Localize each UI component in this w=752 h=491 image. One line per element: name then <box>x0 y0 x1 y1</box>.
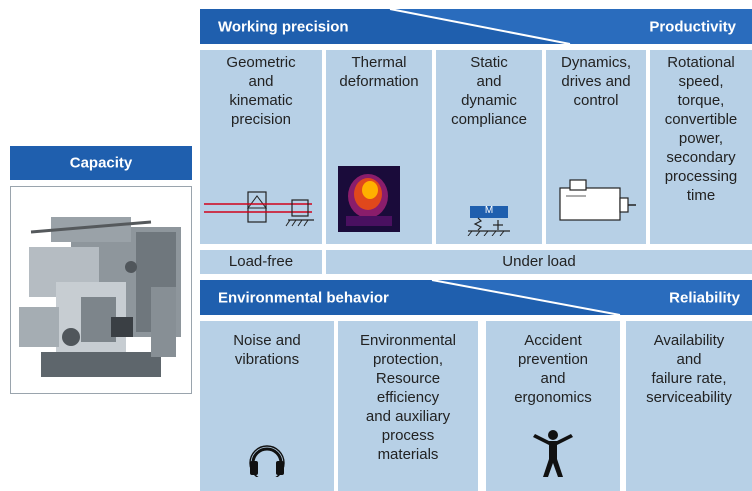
productivity-label: Productivity <box>649 18 736 35</box>
under-load-bar: Under load <box>326 250 752 274</box>
thermal-image-icon <box>338 166 400 232</box>
cell-label: Geometric and kinematic precision <box>226 54 296 128</box>
mass-label: M <box>484 205 494 216</box>
header-divider <box>431 280 752 315</box>
spring-mass-icon <box>467 206 510 236</box>
capacity-image-frame <box>10 186 192 394</box>
cell-compliance: Static and dynamic compliance M <box>436 50 542 244</box>
load-free-label: Load-free <box>228 253 294 270</box>
cell-label: Accident prevention and ergonomics <box>514 332 592 406</box>
person-figure-icon <box>533 430 573 477</box>
header-divider <box>389 9 752 44</box>
machine-tool-image <box>19 217 181 377</box>
capacity-header: Capacity <box>10 146 192 180</box>
servo-motor-icon <box>559 179 636 221</box>
capacity-title: Capacity <box>69 154 133 172</box>
cell-rotational-speed: Rotational speed, torque, convertible po… <box>650 50 752 244</box>
cell-availability: Availability and failure rate, serviceab… <box>626 321 752 491</box>
cell-label: Noise and vibrations <box>233 332 301 368</box>
cell-noise-vibrations: Noise and vibrations <box>200 321 334 491</box>
cell-thermal-deformation: Thermal deformation <box>326 50 432 244</box>
under-load-label: Under load <box>502 253 576 270</box>
headphones-icon <box>249 445 285 477</box>
cell-dynamics: Dynamics, drives and control <box>546 50 646 244</box>
cell-label: Availability and failure rate, serviceab… <box>646 332 732 406</box>
cell-label: Thermal deformation <box>339 54 419 90</box>
reliability-label: Reliability <box>669 289 740 306</box>
cell-accident-prevention: Accident prevention and ergonomics <box>486 321 620 491</box>
bottom-header: Environmental behavior Reliability <box>200 280 752 315</box>
cell-label: Static and dynamic compliance <box>451 54 527 128</box>
cell-environmental-protection: Environmental protection, Resource effic… <box>338 321 478 491</box>
laser-optics-icon <box>204 191 314 227</box>
load-free-bar: Load-free <box>200 250 322 274</box>
cell-label: Rotational speed, torque, convertible po… <box>664 54 738 204</box>
working-precision-label: Working precision <box>218 18 349 35</box>
top-header: Working precision Productivity <box>200 9 752 44</box>
environmental-behavior-label: Environmental behavior <box>218 289 389 306</box>
cell-geometric-precision: Geometric and kinematic precision <box>200 50 322 244</box>
cell-label: Environmental protection, Resource effic… <box>360 332 456 463</box>
cell-label: Dynamics, drives and control <box>560 54 631 109</box>
